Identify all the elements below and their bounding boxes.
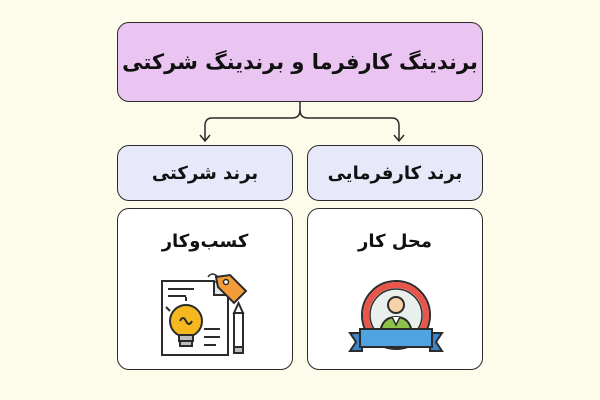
corporate-brand-label: برند شرکتی xyxy=(151,162,259,184)
business-card: کسب‌وکار xyxy=(117,208,293,370)
employer-brand-box: برند کارفرمایی xyxy=(307,145,483,201)
arrowhead-right xyxy=(393,134,405,143)
workplace-card-title: محل کار xyxy=(357,231,433,252)
diagram-title-box: برندینگ کارفرما و برندینگ شرکتی xyxy=(117,22,483,102)
employee-badge-icon xyxy=(348,280,444,352)
diagram-title: برندینگ کارفرما و برندینگ شرکتی xyxy=(122,50,478,74)
connector-right xyxy=(299,109,400,140)
arrowhead-left xyxy=(199,134,211,143)
workplace-card: محل کار xyxy=(307,208,483,370)
connector-trunk xyxy=(204,102,301,140)
corporate-brand-box: برند شرکتی xyxy=(117,145,293,201)
employer-brand-label: برند کارفرمایی xyxy=(327,162,463,184)
business-idea-icon xyxy=(161,273,248,356)
business-card-title: کسب‌وکار xyxy=(161,231,249,252)
